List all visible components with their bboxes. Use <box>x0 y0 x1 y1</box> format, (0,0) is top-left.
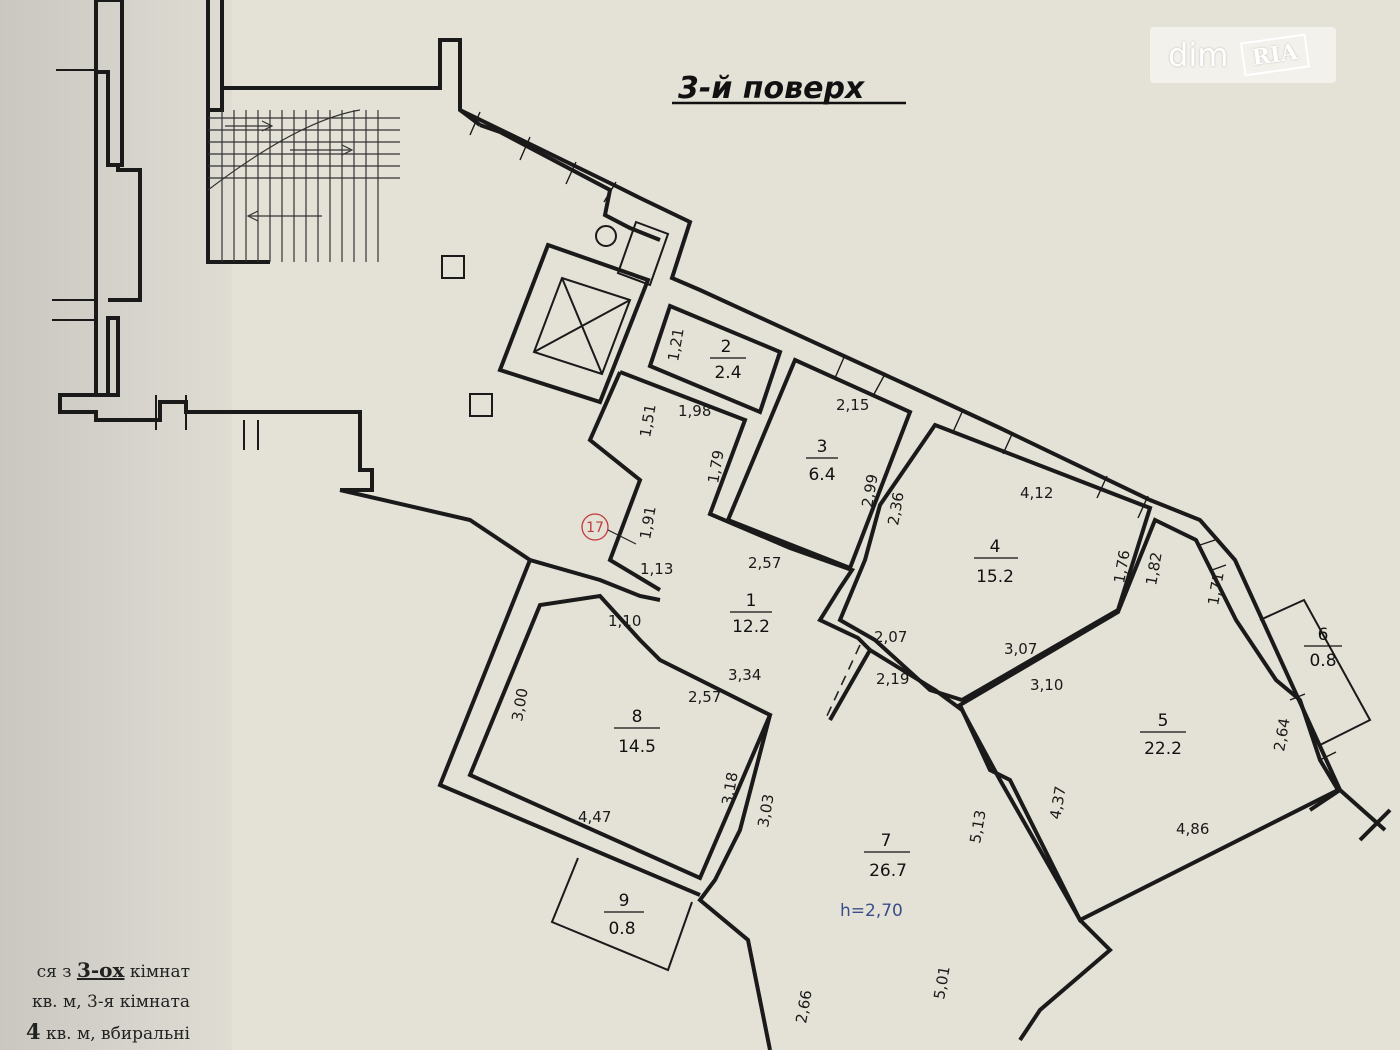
dim-2-36: 2,36 <box>884 491 908 527</box>
room-4-area: 15.2 <box>976 567 1014 587</box>
room-7-outline <box>697 644 1113 1050</box>
room-9-number: 9 <box>619 891 630 911</box>
room-1-number: 1 <box>746 591 757 611</box>
dim-3-34: 3,34 <box>728 666 761 684</box>
dim-1-71: 1,71 <box>1204 571 1228 607</box>
dimension-labels: 1,21 1,51 1,98 1,79 2,15 2,99 2,36 4,12 … <box>508 327 1294 1025</box>
dim-2-19: 2,19 <box>876 670 909 688</box>
elevator-shaft <box>497 220 670 405</box>
dim-1-98: 1,98 <box>678 402 711 420</box>
room-2-number: 2 <box>721 337 732 357</box>
room-2-outline <box>647 303 783 415</box>
dim-4-12: 4,12 <box>1020 484 1053 502</box>
room-4-outline <box>837 422 1153 703</box>
dim-2-57-bottom: 2,57 <box>688 688 721 706</box>
dim-5-13: 5,13 <box>966 809 990 845</box>
dim-4-86: 4,86 <box>1176 820 1209 838</box>
legend-text: ся з 3-ох кімнат кв. м, 3-я кімната 4 кв… <box>0 955 220 1049</box>
room-6-number: 6 <box>1318 625 1329 645</box>
room-5-number: 5 <box>1158 711 1169 731</box>
legend-line-3: 4 кв. м, вбиральні <box>25 1019 190 1044</box>
room-2-area: 2.4 <box>714 363 741 383</box>
balcony-outlines <box>550 598 1372 972</box>
page-fold-shadow <box>0 0 232 1050</box>
room-7-area: 26.7 <box>869 861 907 881</box>
dim-1-21: 1,21 <box>664 327 688 363</box>
dim-3-03: 3,03 <box>754 793 778 829</box>
legend-line-2: кв. м, 3-я кімната <box>31 992 190 1012</box>
dim-2-57-top: 2,57 <box>748 554 781 572</box>
dim-2-15: 2,15 <box>836 396 869 414</box>
dim-3-18: 3,18 <box>718 771 742 807</box>
dim-3-10: 3,10 <box>1030 676 1063 694</box>
dim-1-10: 1,10 <box>608 612 641 630</box>
dim-1-79: 1,79 <box>704 449 728 485</box>
watermark-ria-logo: RIA <box>1240 33 1311 77</box>
dim-2-66: 2,66 <box>792 989 816 1025</box>
dim-1-13: 1,13 <box>640 560 673 578</box>
room-3-outline <box>725 357 913 571</box>
marker-17: 17 <box>581 513 637 545</box>
dim-2-07: 2,07 <box>874 628 907 646</box>
dim-4-47: 4,47 <box>578 808 611 826</box>
dim-3-00: 3,00 <box>508 687 532 723</box>
dim-1-91: 1,91 <box>636 505 660 541</box>
ceiling-height: h=2,70 <box>840 901 903 921</box>
dim-3-07: 3,07 <box>1004 640 1037 658</box>
watermark-dim-text: dim <box>1168 36 1229 74</box>
room-7-number: 7 <box>881 831 892 851</box>
dim-2-64: 2,64 <box>1270 717 1294 753</box>
room-labels: 1 12.2 2 2.4 3 6.4 4 15.2 5 22.2 6 0.8 7… <box>604 337 1342 939</box>
room-5-area: 22.2 <box>1144 739 1182 759</box>
room-9-area: 0.8 <box>608 919 635 939</box>
room-6-area: 0.8 <box>1309 651 1336 671</box>
room-8-number: 8 <box>632 707 643 727</box>
room-8-area: 14.5 <box>618 737 656 757</box>
legend-line-1: ся з 3-ох кімнат <box>36 958 190 982</box>
room-1-area: 12.2 <box>732 617 770 637</box>
dim-4-37: 4,37 <box>1046 785 1070 821</box>
dim-5-01: 5,01 <box>930 965 954 1001</box>
corridor-walls <box>339 370 872 652</box>
stairwell <box>52 0 493 492</box>
dim-1-51: 1,51 <box>636 403 660 439</box>
svg-text:17: 17 <box>586 520 604 536</box>
dim-ria-watermark: dim RIA <box>1150 27 1336 83</box>
room-5-outline <box>957 517 1341 923</box>
room-8-outline <box>437 559 773 897</box>
exterior-walls <box>459 108 1392 842</box>
dim-2-99: 2,99 <box>858 473 882 509</box>
room-3-number: 3 <box>817 437 828 457</box>
floor-title: 3-й поверх <box>678 71 866 106</box>
dim-1-82: 1,82 <box>1142 551 1166 587</box>
room-3-area: 6.4 <box>808 465 835 485</box>
room-4-number: 4 <box>990 537 1001 557</box>
dim-1-76: 1,76 <box>1110 549 1134 585</box>
